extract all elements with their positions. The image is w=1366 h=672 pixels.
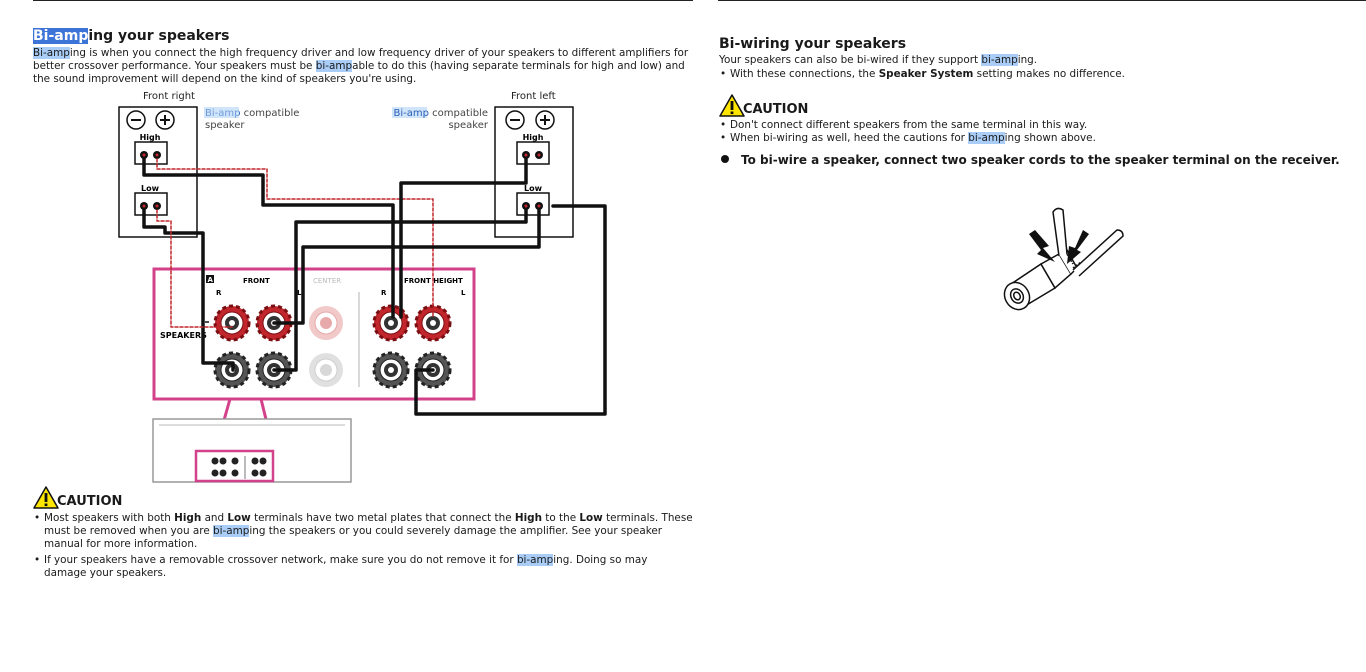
front-left-label: Front left <box>511 91 556 102</box>
height-r-lower-terminal <box>372 351 410 389</box>
low-label: Low <box>141 184 160 193</box>
speaker-cord-icon <box>1052 207 1124 277</box>
plus-icon <box>155 110 175 130</box>
front-right-label: Front right <box>143 91 195 102</box>
section-heading-bi-amping: Bi-amping your speakers <box>33 28 230 44</box>
bi-amping-caution: CAUTION <box>33 486 693 509</box>
compat-highlight <box>204 107 239 118</box>
right-header-rule <box>718 0 1366 1</box>
receiver-rear-panel <box>152 418 352 483</box>
center-lower-terminal <box>308 352 344 388</box>
caution-label: CAUTION <box>743 102 809 117</box>
bi-amp-wiring-diagram: Front right High Low Bi-amp compatible <box>118 91 607 483</box>
front-l-label: L <box>297 289 302 297</box>
front-left-speaker: High Low <box>494 106 574 238</box>
low-label: Low <box>524 184 543 193</box>
front-label: FRONT <box>243 277 270 285</box>
compat-highlight <box>392 107 427 118</box>
plus-icon <box>535 110 555 130</box>
receiver-terminal-panel: A FRONT CENTER FRONT HEIGHT R L R L SPEA… <box>152 267 476 401</box>
section-heading-bi-wiring: Bi-wiring your speakers <box>719 36 907 52</box>
height-r-label: R <box>381 289 387 297</box>
bi-amping-section: Bi-amping your speakers Bi-amping is whe… <box>33 26 693 583</box>
caution-item: Don't connect different speakers from th… <box>719 119 1359 132</box>
high-label: High <box>523 133 544 142</box>
svg-text:speaker: speaker <box>448 120 488 131</box>
warning-icon <box>719 94 745 117</box>
bi-wiring-intro: Your speakers can also be bi-wired if th… <box>719 54 1038 66</box>
high-label: High <box>140 133 161 142</box>
minus-icon <box>505 110 525 130</box>
left-header-rule <box>33 0 693 1</box>
svg-text:Bi-amp compatible: Bi-amp compatible <box>394 108 488 119</box>
front-r-label: R <box>216 289 222 297</box>
insert-arrow-icon <box>1029 230 1089 264</box>
speakers-label: SPEAKERS <box>160 331 207 340</box>
bi-wiring-caution: CAUTION <box>719 94 1359 117</box>
marker-a <box>206 275 214 283</box>
note-item: With these connections, the Speaker Syst… <box>719 68 1359 81</box>
bi-wiring-notes: With these connections, the Speaker Syst… <box>719 68 1359 81</box>
terminal-post-icon <box>1003 249 1078 311</box>
svg-text:A: A <box>208 276 214 284</box>
caution-label: CAUTION <box>57 494 123 509</box>
front-right-speaker: High Low <box>118 106 198 238</box>
caution-item: If your speakers have a removable crosso… <box>33 554 693 580</box>
speaker-cables <box>142 157 607 416</box>
center-label: CENTER <box>313 277 341 285</box>
caution-item: When bi-wiring as well, heed the caution… <box>719 132 1359 145</box>
height-l-label: L <box>461 289 466 297</box>
caution-item: Most speakers with both High and Low ter… <box>33 512 693 551</box>
bi-amping-caution-list: Most speakers with both High and Low ter… <box>33 512 693 580</box>
front-left-compat-label: Bi-amp compatible speaker <box>394 108 489 131</box>
svg-text:speaker: speaker <box>205 120 245 131</box>
front-r-upper-terminal <box>213 304 251 342</box>
minus-icon <box>126 110 146 130</box>
bi-wiring-section: Bi-wiring your speakers Your speakers ca… <box>719 34 1359 311</box>
bullet-dot-icon <box>721 155 729 163</box>
warning-icon <box>33 486 59 509</box>
speaker-terminal-illustration <box>1003 207 1124 311</box>
bi-wiring-caution-list: Don't connect different speakers from th… <box>719 119 1359 145</box>
center-upper-terminal <box>308 305 344 341</box>
height-r-upper-terminal <box>372 304 410 342</box>
bi-wire-step: To bi-wire a speaker, connect two speake… <box>719 152 1359 168</box>
bi-amping-intro: Bi-amping is when you connect the high f… <box>33 47 689 85</box>
